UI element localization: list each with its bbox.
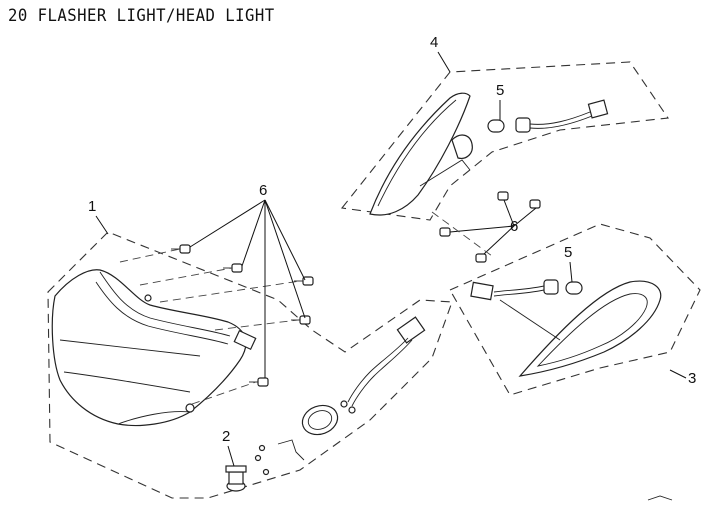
rear-flasher-socket-wire: [470, 279, 561, 341]
callout-bulb: 2: [222, 428, 231, 445]
bulb-dust-cover: [301, 404, 339, 436]
callout-headlight-assembly: 1: [88, 198, 97, 215]
headlight-screws: [119, 244, 314, 405]
screws-left-leaders: [189, 199, 306, 378]
callout-front-flasher-bulb: 5: [496, 82, 505, 99]
headlight-group-outline: [47, 231, 453, 499]
callout-flasher-screws: 6: [510, 218, 519, 235]
headlight-housing: [51, 269, 257, 427]
callout-rear-flasher: 3: [688, 370, 697, 387]
rear-flasher-leader: [669, 369, 687, 379]
page-title: 20 FLASHER LIGHT/HEAD LIGHT: [8, 6, 275, 26]
front-flasher-bulb: [487, 100, 505, 133]
headlight-wiring-harness: [340, 316, 426, 414]
front-flasher-leader: [437, 51, 451, 73]
callout-front-flasher: 4: [430, 34, 439, 51]
flasher-screws: [431, 191, 541, 263]
rear-flasher-lens: [518, 280, 662, 377]
callout-headlight-screws: 6: [259, 182, 268, 199]
corner-mark: [647, 495, 673, 501]
front-flasher-socket-wire: [515, 99, 609, 133]
callout-rear-flasher-bulb: 5: [564, 244, 573, 261]
headlight-leader: [95, 215, 109, 235]
rear-flasher-bulb: [565, 261, 583, 295]
bulb-clip-hardware: [254, 439, 305, 476]
front-flasher-group-outline: [340, 61, 669, 221]
headlight-bulb: [225, 445, 247, 492]
front-flasher-lens: [369, 92, 473, 216]
rear-flasher-group-outline: [449, 223, 701, 396]
